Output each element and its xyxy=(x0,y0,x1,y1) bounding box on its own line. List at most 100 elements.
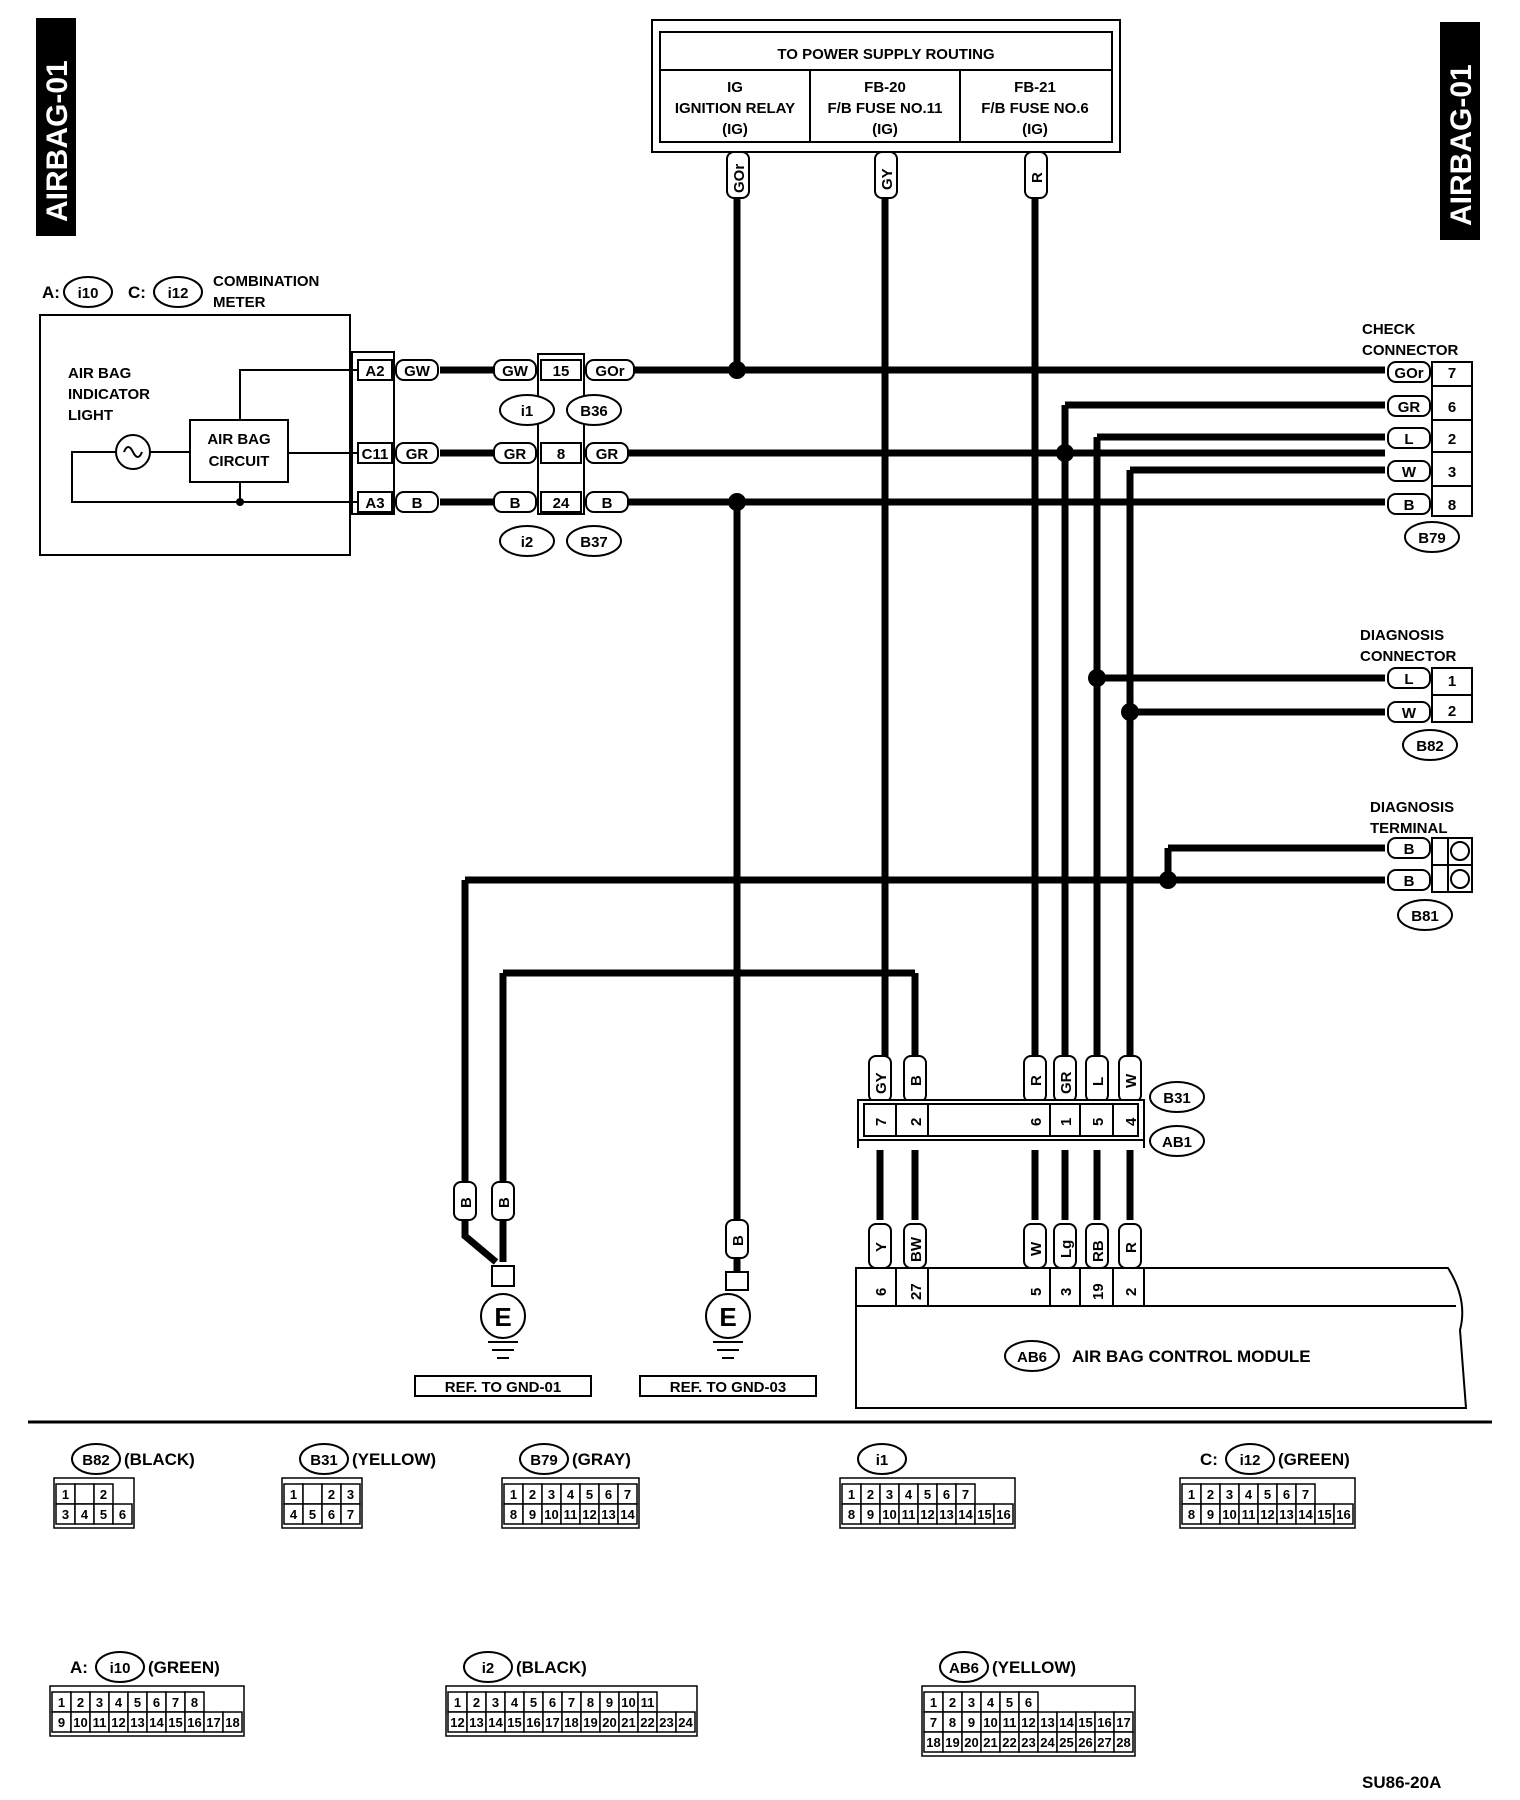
connector-pin-number: 1 xyxy=(1188,1487,1195,1502)
connector-view-id: i10 xyxy=(110,1660,131,1677)
svg-text:CONNECTOR: CONNECTOR xyxy=(1362,342,1459,359)
svg-text:GR: GR xyxy=(596,446,619,463)
svg-text:A2: A2 xyxy=(365,363,384,380)
connector-pin-number: 6 xyxy=(119,1507,126,1522)
b31-ab1-connector: GY B R GR L W 7 2 6 1 5 4 B31 AB1 Y BW xyxy=(857,1055,1205,1269)
svg-text:AIRBAG-01: AIRBAG-01 xyxy=(41,60,74,222)
connector-pin-number: 15 xyxy=(977,1507,991,1522)
connector-pin-number: 17 xyxy=(545,1715,559,1730)
connector-pin-number: 8 xyxy=(1188,1507,1195,1522)
connector-pin-number: 4 xyxy=(1245,1487,1253,1502)
svg-text:A:: A: xyxy=(42,283,60,302)
connector-pin-number: 5 xyxy=(924,1487,931,1502)
svg-text:Y: Y xyxy=(873,1242,890,1252)
svg-text:W: W xyxy=(1123,1073,1140,1088)
svg-text:2: 2 xyxy=(908,1118,925,1126)
connector-pin-number: 7 xyxy=(1302,1487,1309,1502)
svg-text:FB-21: FB-21 xyxy=(1014,79,1056,96)
connector-pin-number: 8 xyxy=(587,1695,594,1710)
air-bag-control-module: 6 27 5 3 19 2 AB6 AIR BAG CONTROL MODULE xyxy=(855,1267,1468,1409)
svg-text:B: B xyxy=(458,1197,475,1208)
svg-text:GR: GR xyxy=(504,446,527,463)
connector-pin-number: 1 xyxy=(510,1487,517,1502)
connector-pin-number: 4 xyxy=(567,1487,575,1502)
connector-view-color: (BLACK) xyxy=(124,1450,195,1469)
svg-text:RB: RB xyxy=(1090,1240,1107,1262)
connector-pin-number: 21 xyxy=(983,1735,997,1750)
svg-text:Lg: Lg xyxy=(1058,1240,1075,1258)
svg-text:3: 3 xyxy=(1058,1288,1075,1296)
connector-pin-number: 6 xyxy=(605,1487,612,1502)
connector-pin-number: 16 xyxy=(996,1507,1010,1522)
svg-text:B: B xyxy=(908,1075,925,1086)
svg-text:DIAGNOSIS: DIAGNOSIS xyxy=(1360,627,1444,644)
svg-text:24: 24 xyxy=(553,495,570,512)
connector-pin-number: 6 xyxy=(153,1695,160,1710)
svg-text:W: W xyxy=(1402,464,1417,481)
connector-pin-number: 5 xyxy=(1264,1487,1271,1502)
svg-text:IG: IG xyxy=(727,79,743,96)
svg-text:B: B xyxy=(412,495,423,512)
svg-text:INDICATOR: INDICATOR xyxy=(68,386,150,403)
connector-pin-number: 6 xyxy=(1025,1695,1032,1710)
svg-text:GOr: GOr xyxy=(731,164,748,193)
connector-pin-number: 8 xyxy=(949,1715,956,1730)
connector-view-color: (BLACK) xyxy=(516,1658,587,1677)
power-wire-tags: GOr GY R xyxy=(726,151,1048,199)
connector-pin-number: 1 xyxy=(290,1487,297,1502)
connector-pin-number: 1 xyxy=(62,1487,69,1502)
svg-text:R: R xyxy=(1028,1075,1045,1086)
ground-gnd-01: B B E REF. TO GND-01 xyxy=(414,1181,592,1397)
connector-pin-cell xyxy=(1333,1503,1354,1525)
connector-pin-number: 18 xyxy=(225,1715,239,1730)
connector-pin-number: 2 xyxy=(473,1695,480,1710)
connector-pin-number: 22 xyxy=(1002,1735,1016,1750)
svg-text:5: 5 xyxy=(1090,1118,1107,1126)
connector-pin-number: 3 xyxy=(548,1487,555,1502)
svg-text:15: 15 xyxy=(553,363,570,380)
power-supply-title: TO POWER SUPPLY ROUTING xyxy=(777,46,994,63)
connector-pin-number: 15 xyxy=(1317,1507,1331,1522)
svg-text:R: R xyxy=(1123,1242,1140,1253)
connector-pin-number: 17 xyxy=(206,1715,220,1730)
connector-pin-number: 16 xyxy=(526,1715,540,1730)
connector-pin-number: 9 xyxy=(867,1507,874,1522)
svg-text:B: B xyxy=(730,1235,747,1246)
connector-view-color: (YELLOW) xyxy=(352,1450,436,1469)
svg-text:GW: GW xyxy=(502,363,529,380)
svg-text:2: 2 xyxy=(1448,431,1456,448)
connector-pin-number: 16 xyxy=(1097,1715,1111,1730)
connector-pin-number: 14 xyxy=(1059,1715,1074,1730)
diagnosis-connector: DIAGNOSIS CONNECTOR L 1 W 2 B82 xyxy=(1360,627,1473,761)
svg-text:19: 19 xyxy=(1090,1283,1107,1300)
svg-text:1: 1 xyxy=(1058,1118,1075,1126)
connector-pin-number: 9 xyxy=(606,1695,613,1710)
svg-text:BW: BW xyxy=(908,1236,925,1262)
svg-text:GY: GY xyxy=(873,1072,890,1094)
connector-pin-number: 26 xyxy=(1078,1735,1092,1750)
connector-pin-number: 5 xyxy=(1006,1695,1013,1710)
connector-pin-number: 20 xyxy=(602,1715,616,1730)
connector-pin-number: 7 xyxy=(347,1507,354,1522)
connector-pin-number: 10 xyxy=(73,1715,87,1730)
diagnosis-terminal: DIAGNOSIS TERMINAL B B B81 xyxy=(1370,799,1473,931)
connector-pin-number: 7 xyxy=(930,1715,937,1730)
connector-pin-number: 9 xyxy=(58,1715,65,1730)
svg-text:AB6: AB6 xyxy=(1017,1349,1047,1366)
svg-text:R: R xyxy=(1029,172,1046,183)
connector-view-id: B82 xyxy=(82,1452,110,1469)
connector-pin-number: 6 xyxy=(328,1507,335,1522)
connector-pin-number: 10 xyxy=(621,1695,635,1710)
connector-view-prefix: C: xyxy=(1200,1450,1218,1469)
connector-pin-number: 14 xyxy=(1298,1507,1313,1522)
svg-text:GR: GR xyxy=(1058,1071,1075,1094)
svg-text:F/B FUSE NO.11: F/B FUSE NO.11 xyxy=(827,100,942,117)
connector-pin-number: 12 xyxy=(582,1507,596,1522)
svg-text:IGNITION RELAY: IGNITION RELAY xyxy=(675,100,795,117)
svg-text:6: 6 xyxy=(873,1288,890,1296)
connector-view-color: (GREEN) xyxy=(1278,1450,1350,1469)
connector-pin-cell xyxy=(993,1503,1014,1525)
combination-meter: A: i10 C: i12 COMBINATION METER AIR BAG … xyxy=(39,273,439,556)
connector-pin-number: 1 xyxy=(930,1695,937,1710)
